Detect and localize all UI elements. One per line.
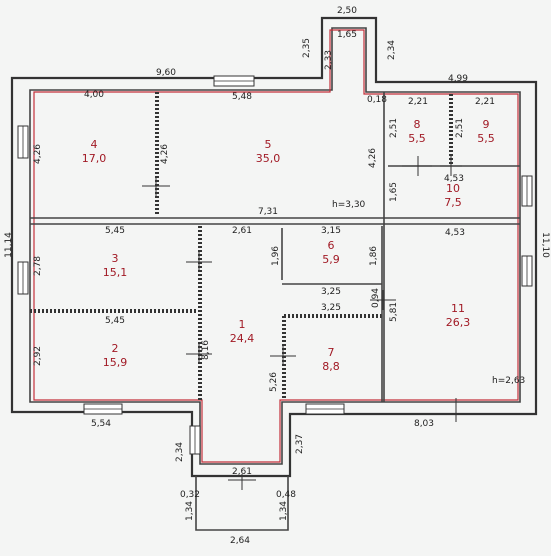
dim-4-99: 4,99 — [448, 74, 468, 84]
dim-3-25-b: 3,25 — [321, 303, 341, 313]
dim-5-45-a: 5,45 — [105, 226, 125, 236]
dim-4-53-a: 4,53 — [444, 174, 464, 184]
room-11-area: 26,3 — [446, 316, 471, 329]
dim-0-32: 0,32 — [180, 490, 200, 500]
dim-3-15: 3,15 — [321, 226, 341, 236]
dim-1-34-a: 1,34 — [185, 501, 195, 521]
room-9-area: 5,5 — [477, 132, 495, 145]
dim-2-92: 2,92 — [33, 346, 43, 366]
dim-4-53-b: 4,53 — [445, 228, 465, 238]
room-8-area: 5,5 — [408, 132, 426, 145]
dim-2-35: 2,35 — [302, 38, 312, 58]
dim-2-61-a: 2,61 — [232, 226, 252, 236]
room-4-number: 4 — [91, 138, 98, 151]
dim-8-03: 8,03 — [414, 419, 434, 429]
dim-2-34-a: 2,34 — [387, 40, 397, 60]
dim-4-26-a: 4,26 — [33, 144, 43, 164]
dim-5-48: 5,48 — [232, 92, 252, 102]
outer-walls — [10, 16, 538, 531]
dim-3-25-a: 3,25 — [321, 287, 341, 297]
dimensions: 2,50 1,65 9,60 4,99 4,00 5,48 0,18 2,21 … — [84, 6, 495, 546]
height-label-right: h=2,63 — [492, 376, 525, 386]
room-6-area: 5,9 — [322, 253, 340, 266]
dim-5-26: 5,26 — [269, 372, 279, 392]
dim-1-65: 1,65 — [337, 30, 357, 40]
dim-2-51-b: 2,51 — [455, 118, 465, 138]
dim-1-34-b: 1,34 — [279, 501, 289, 521]
interior-walls — [30, 92, 520, 402]
dim-2-50: 2,50 — [337, 6, 357, 16]
room-1-area: 24,4 — [230, 332, 255, 345]
room-2-number: 2 — [112, 342, 119, 355]
room-8-number: 8 — [414, 118, 421, 131]
dim-2-21-b: 2,21 — [475, 97, 495, 107]
room-6-number: 6 — [328, 239, 335, 252]
dim-1-96: 1,96 — [271, 246, 281, 266]
room-11-number: 11 — [451, 302, 465, 315]
height-label-main: h=3,30 — [332, 200, 366, 210]
dim-0-48: 0,48 — [276, 490, 296, 500]
room-3-number: 3 — [112, 252, 119, 265]
room-4-area: 17,0 — [82, 152, 107, 165]
dim-0-18: 0,18 — [367, 95, 387, 105]
dim-4-26-c: 4,26 — [368, 148, 378, 168]
dimensions-vertical: 2,35 2,33 2,34 2,51 2,51 4,26 4,26 4,26 … — [4, 38, 550, 521]
room-2-area: 15,9 — [103, 356, 128, 369]
dim-4-26-b: 4,26 — [160, 144, 170, 164]
door-marks — [142, 156, 462, 490]
room-9-number: 9 — [483, 118, 490, 131]
room-7-number: 7 — [328, 346, 335, 359]
room-10-number: 10 — [446, 182, 460, 195]
room-5-number: 5 — [265, 138, 272, 151]
dim-2-33: 2,33 — [324, 50, 334, 70]
room-10-area: 7,5 — [444, 196, 462, 209]
dim-2-78: 2,78 — [33, 256, 43, 276]
room-7-area: 8,8 — [322, 360, 340, 373]
dim-7-31: 7,31 — [258, 207, 278, 217]
dim-1-86: 1,86 — [369, 246, 379, 266]
dim-2-37: 2,37 — [295, 434, 305, 454]
dim-5-81: 5,81 — [389, 302, 399, 322]
room-1-number: 1 — [239, 318, 246, 331]
dim-2-51-a: 2,51 — [389, 118, 399, 138]
dim-5-54: 5,54 — [91, 419, 111, 429]
dim-0-94: 0,94 — [371, 288, 381, 308]
dim-2-34-b: 2,34 — [175, 442, 185, 462]
dim-2-61-b: 2,61 — [232, 467, 252, 477]
dim-9-60: 9,60 — [156, 68, 176, 78]
dim-11-10: 11,10 — [540, 232, 550, 258]
windows — [17, 75, 533, 455]
dim-1-65-b: 1,65 — [389, 182, 399, 202]
dim-5-45-b: 5,45 — [105, 316, 125, 326]
room-3-area: 15,1 — [103, 266, 128, 279]
dim-2-64: 2,64 — [230, 536, 250, 546]
dim-2-21-a: 2,21 — [408, 97, 428, 107]
dim-11-14: 11,14 — [4, 232, 14, 258]
room-5-area: 35,0 — [256, 152, 281, 165]
room-labels: 4 17,0 5 35,0 8 5,5 9 5,5 10 7,5 3 15,1 … — [82, 118, 495, 373]
dim-4-00: 4,00 — [84, 90, 104, 100]
dim-8-16: 8,16 — [201, 340, 211, 360]
